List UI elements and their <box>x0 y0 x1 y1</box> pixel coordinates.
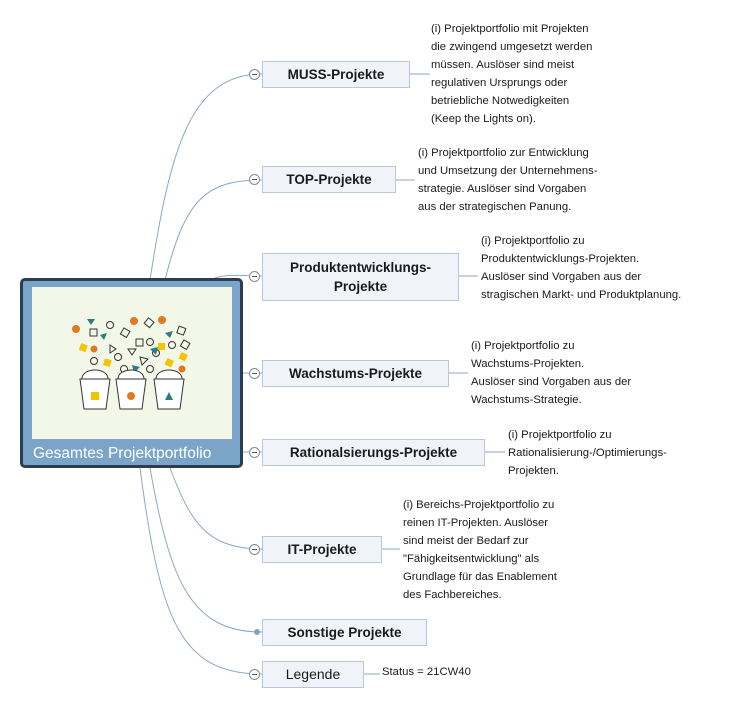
note-top-projekte: (i) Projektportfolio zur Entwicklung und… <box>418 147 598 213</box>
connector-top <box>164 179 263 281</box>
collapse-toggle-rational[interactable] <box>249 447 260 458</box>
note-produktentwicklungs-projekte: (i) Projektportfolio zu Produktentwicklu… <box>481 235 682 301</box>
legend-status: Status = 21CW40 <box>382 666 471 678</box>
note-wachstums-projekte: (i) Projektportfolio zu Wachstums-Projek… <box>471 340 632 406</box>
collapse-toggle-produkt[interactable] <box>249 271 260 282</box>
note-muss-projekte: (i) Projektportfolio mit Projekten die z… <box>431 23 593 125</box>
connector-it <box>169 467 263 550</box>
topic-it-projekte[interactable]: IT-Projekte <box>262 536 382 563</box>
connector-end-dot <box>254 629 260 635</box>
root-topic[interactable]: Gesamtes Projektportfolio <box>20 278 243 468</box>
collapse-toggle-muss[interactable] <box>249 69 260 80</box>
collapse-toggle-it[interactable] <box>249 544 260 555</box>
topic-rationalsierungs-projekte[interactable]: Rationalsierungs-Projekte <box>262 439 485 466</box>
note-it-projekte: (i) Bereichs-Projektportfolio zu reinen … <box>403 499 557 601</box>
topic-legende[interactable]: Legende <box>262 661 364 688</box>
connector-muss <box>149 73 263 281</box>
collapse-toggle-wachstum[interactable] <box>249 368 260 379</box>
topic-wachstums-projekte[interactable]: Wachstums-Projekte <box>262 360 449 387</box>
note-rationalsierungs-projekte: (i) Projektportfolio zu Rationalisierung… <box>508 429 667 477</box>
root-label: Gesamtes Projektportfolio <box>33 445 212 462</box>
topic-top-projekte[interactable]: TOP-Projekte <box>262 166 396 193</box>
topic-muss-projekte[interactable]: MUSS-Projekte <box>262 61 410 88</box>
connector-sonstige <box>149 467 263 633</box>
connector-legende <box>139 467 263 675</box>
topic-produktentwicklungs-projekte[interactable]: Produktentwicklungs- Projekte <box>262 253 459 301</box>
collapse-toggle-legende[interactable] <box>249 669 260 680</box>
topic-sonstige-projekte[interactable]: Sonstige Projekte <box>262 619 427 646</box>
portfolio-buckets-illustration <box>32 287 232 439</box>
collapse-toggle-top[interactable] <box>249 174 260 185</box>
